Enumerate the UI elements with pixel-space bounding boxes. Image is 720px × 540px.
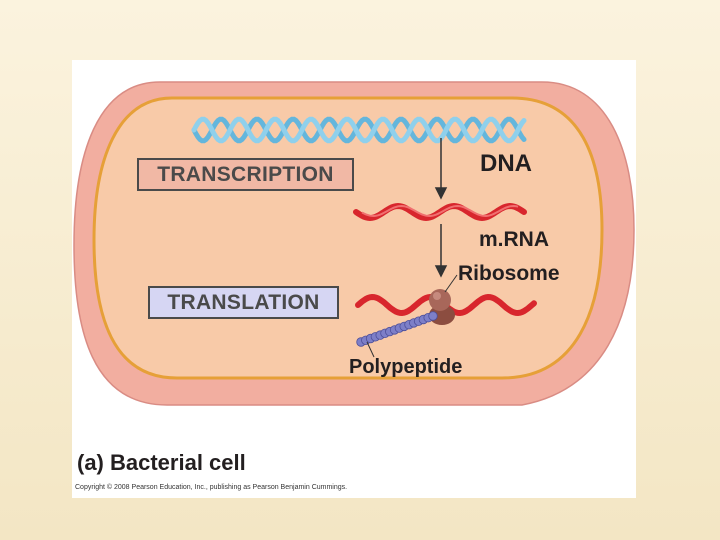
- figure-caption: (a) Bacterial cell: [77, 450, 246, 475]
- dna-helix-icon: [191, 116, 527, 144]
- ribosome-label: Ribosome: [458, 262, 560, 285]
- dna-label: DNA: [480, 150, 532, 177]
- polypeptide-pointer: [366, 341, 375, 358]
- polypeptide-label: Polypeptide: [349, 356, 463, 378]
- arrow-down-icon: [434, 138, 448, 278]
- polypeptide-chain-icon: [356, 311, 438, 347]
- transcription-label-box: TRANSCRIPTION: [137, 158, 354, 191]
- translation-label-box: TRANSLATION: [148, 286, 339, 319]
- mrna-strand-highlight: [361, 204, 519, 218]
- figure-panel: TRANSCRIPTION TRANSLATION DNA m.RNA Ribo…: [72, 60, 636, 498]
- ribosome-pointer: [444, 274, 458, 293]
- amino-acid-bead: [428, 311, 438, 321]
- copyright-notice: Copyright © 2008 Pearson Education, Inc.…: [75, 484, 348, 491]
- mrna-label: m.RNA: [479, 228, 550, 251]
- ribosome-icon: [429, 289, 455, 325]
